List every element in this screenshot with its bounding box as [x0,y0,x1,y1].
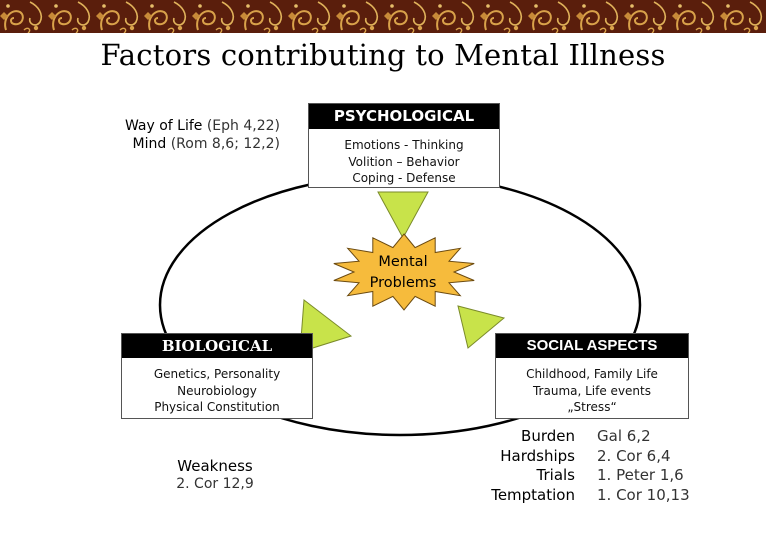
burden-term: Burden [521,427,575,445]
social-aspects-box: SOCIAL ASPECTS Childhood, Family Life Tr… [495,333,689,419]
way-of-life-reference: (Eph 4,22) [206,118,280,134]
mind-line: Mind (Rom 8,6; 12,2) [80,135,280,153]
psychological-details: Emotions - Thinking Volition – Behavior … [309,129,499,187]
burden-references-list: Gal 6,2 2. Cor 6,4 1. Peter 1,6 1. Cor 1… [597,427,727,505]
mental-problems-label: Mental Problems [343,252,463,294]
way-of-life-annotation: Way of Life (Eph 4,22) Mind (Rom 8,6; 12… [80,117,280,153]
mental-problems-line2: Problems [369,275,437,291]
biological-details: Genetics, Personality Neurobiology Physi… [122,358,312,416]
arrow-from-social [457,305,506,349]
biological-heading: BIOLOGICAL [122,334,312,358]
psychological-line: Emotions - Thinking [344,138,464,152]
weakness-annotation: Weakness 2. Cor 12,9 [140,457,290,493]
decorative-banner [0,0,766,33]
mind-reference: (Rom 8,6; 12,2) [170,136,280,152]
psychological-line: Coping - Defense [352,171,456,185]
burden-reference: Gal 6,2 [597,427,651,445]
arrow-from-psychological [377,191,429,240]
biological-line: Physical Constitution [154,400,280,414]
social-aspects-line: „Stress“ [567,400,617,414]
burden-term: Hardships [500,446,575,465]
burden-reference: 2. Cor 6,4 [597,446,671,465]
way-of-life-term: Way of Life [124,118,203,134]
mental-problems-burst [333,233,475,311]
page-title: Factors contributing to Mental Illness [100,38,666,72]
weakness-reference: 2. Cor 12,9 [176,476,254,492]
weakness-term: Weakness [177,457,253,475]
social-aspects-heading: SOCIAL ASPECTS [496,334,688,358]
biological-line: Neurobiology [177,383,257,398]
way-of-life-line: Way of Life (Eph 4,22) [80,117,280,135]
social-aspects-details: Childhood, Family Life Trauma, Life even… [496,358,688,416]
psychological-box: PSYCHOLOGICAL Emotions - Thinking Voliti… [308,103,500,188]
psychological-line: Volition – Behavior [348,154,460,169]
mind-term: Mind [132,136,167,152]
burden-terms-list: Burden Hardships Trials Temptation [455,427,575,505]
psychological-heading: PSYCHOLOGICAL [309,104,499,129]
mental-problems-line1: Mental [378,254,428,270]
burden-term: Trials [536,466,575,484]
biological-box: BIOLOGICAL Genetics, Personality Neurobi… [121,333,313,419]
burden-term: Temptation [491,485,575,504]
social-aspects-line: Trauma, Life events [532,383,651,398]
social-aspects-line: Childhood, Family Life [526,367,658,381]
burden-reference: 1. Peter 1,6 [597,466,684,484]
biological-line: Genetics, Personality [153,367,281,381]
burden-reference: 1. Cor 10,13 [597,485,690,504]
